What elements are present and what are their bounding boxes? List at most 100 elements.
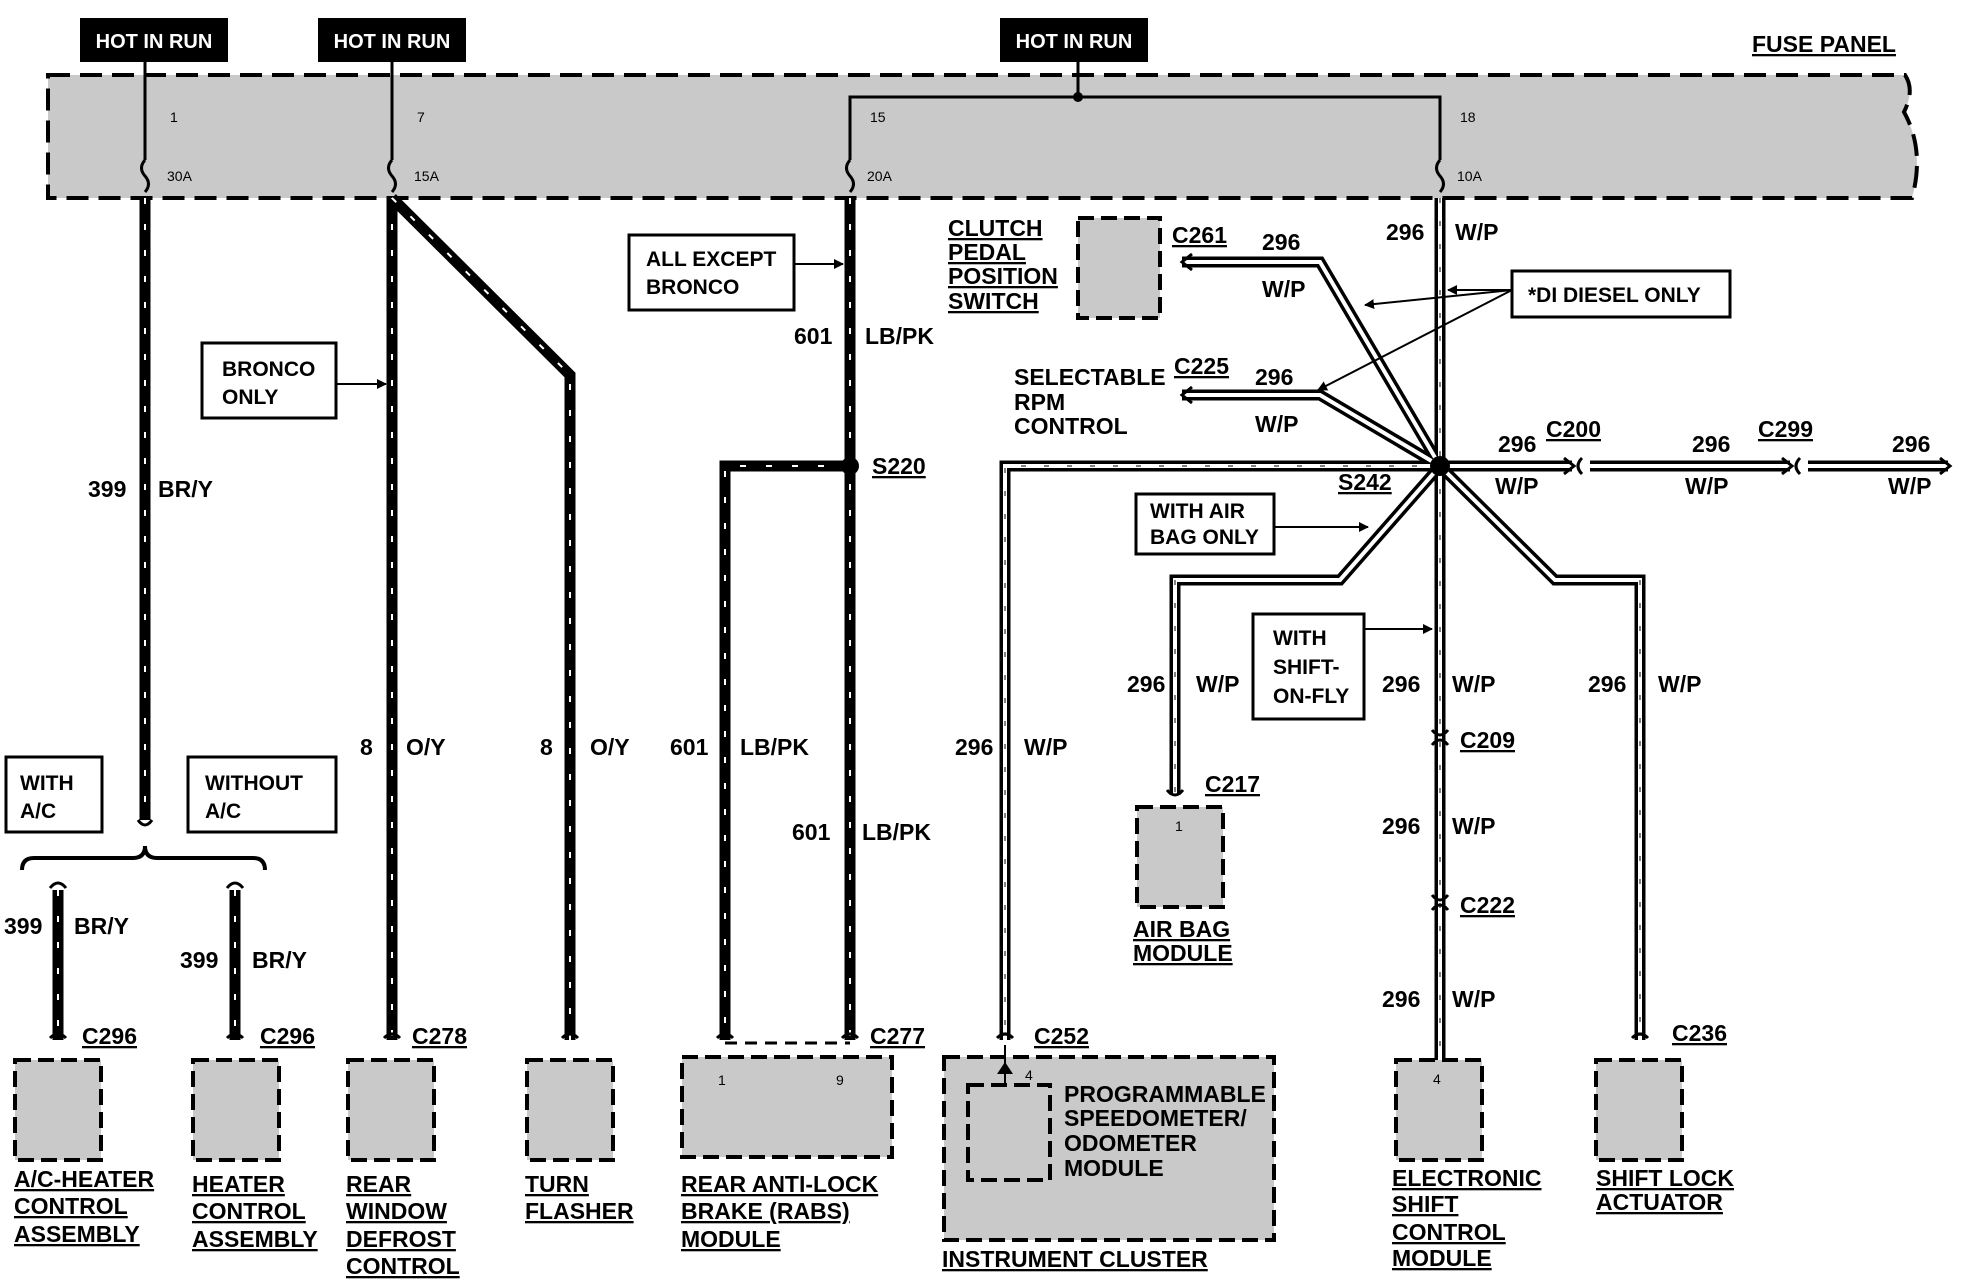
svg-text:RPM: RPM — [1014, 389, 1065, 415]
svg-text:C296: C296 — [82, 1023, 137, 1049]
fuse-7-number: 7 — [417, 109, 425, 125]
svg-text:SPEEDOMETER/: SPEEDOMETER/ — [1064, 1105, 1247, 1131]
svg-text:WITH AIR: WITH AIR — [1150, 500, 1245, 523]
instrument-cluster-label: INSTRUMENT CLUSTER — [942, 1246, 1208, 1272]
note-all-except-bronco: ALL EXCEPT BRONCO — [627, 233, 844, 312]
shift-lock-box — [1594, 1058, 1684, 1162]
svg-text:SWITCH: SWITCH — [948, 288, 1039, 314]
svg-text:HEATER: HEATER — [192, 1171, 285, 1197]
fuse-panel: FUSE PANEL 1 30A 7 15A 15 20A — [46, 31, 1919, 200]
svg-text:ACTUATOR: ACTUATOR — [1596, 1189, 1723, 1215]
svg-text:MODULE: MODULE — [681, 1226, 781, 1252]
svg-text:HOT IN RUN: HOT IN RUN — [334, 31, 451, 53]
rear-defrost-box — [346, 1058, 436, 1162]
svg-text:W/P: W/P — [1196, 671, 1239, 697]
svg-text:LB/PK: LB/PK — [740, 734, 809, 760]
fuse-7-rating: 15A — [414, 168, 440, 184]
svg-text:WITH: WITH — [1273, 627, 1327, 650]
speedo-label: PROGRAMMABLE SPEEDOMETER/ ODOMETER MODUL… — [1064, 1081, 1266, 1181]
svg-text:WINDOW: WINDOW — [346, 1198, 447, 1224]
svg-text:C296: C296 — [260, 1023, 315, 1049]
heater-box — [191, 1058, 281, 1162]
circuit-labels: 399 BR/Y 399 BR/Y 399 BR/Y 8 O/Y 8 O/Y 6… — [4, 219, 1931, 1012]
svg-text:296: 296 — [1382, 813, 1420, 839]
svg-text:BRONCO: BRONCO — [222, 358, 315, 381]
clutch-switch-label: CLUTCH PEDAL POSITION SWITCH — [948, 215, 1058, 314]
fuse-1-rating: 30A — [167, 168, 193, 184]
svg-text:PEDAL: PEDAL — [948, 239, 1026, 265]
svg-text:C200: C200 — [1546, 416, 1601, 442]
svg-text:W/P: W/P — [1495, 473, 1538, 499]
connector-labels: C261 C225 C200 C299 C217 C209 C222 C236 … — [82, 222, 1813, 1049]
svg-text:DEFROST: DEFROST — [346, 1226, 456, 1252]
pin-rabs-b: 9 — [836, 1072, 844, 1088]
svg-text:MODULE: MODULE — [1392, 1245, 1492, 1271]
svg-text:296: 296 — [1382, 986, 1420, 1012]
svg-text:ON-FLY: ON-FLY — [1273, 685, 1349, 708]
wire-8-flasher — [388, 194, 576, 1040]
svg-text:399: 399 — [180, 947, 218, 973]
svg-text:WITHOUT: WITHOUT — [205, 772, 303, 795]
wire-601 — [719, 198, 856, 1045]
svg-text:BRONCO: BRONCO — [646, 276, 739, 299]
note-with-ac: WITH A/C — [4, 755, 104, 834]
svg-text:C252: C252 — [1034, 1023, 1089, 1049]
fuse-1-number: 1 — [170, 109, 178, 125]
wires — [48, 194, 1953, 1060]
svg-text:SHIFT: SHIFT — [1392, 1191, 1458, 1217]
hot-in-run-tag-3: HOT IN RUN — [1000, 18, 1148, 62]
svg-text:601: 601 — [794, 323, 833, 349]
svg-text:MODULE: MODULE — [1133, 940, 1233, 966]
svg-text:CLUTCH: CLUTCH — [948, 215, 1043, 241]
svg-text:399: 399 — [4, 913, 42, 939]
svg-text:C209: C209 — [1460, 727, 1515, 753]
svg-text:W/P: W/P — [1888, 473, 1931, 499]
svg-text:ONLY: ONLY — [222, 386, 278, 409]
component-labels: CLUTCH PEDAL POSITION SWITCH SELECTABLE … — [14, 215, 1734, 1279]
svg-text:ODOMETER: ODOMETER — [1064, 1130, 1197, 1156]
splice-s220 — [841, 457, 859, 475]
ac-heater-label: A/C-HEATER CONTROL ASSEMBLY — [14, 1166, 155, 1247]
svg-text:BR/Y: BR/Y — [252, 947, 307, 973]
svg-text:8: 8 — [540, 734, 553, 760]
speedo-module-box — [966, 1083, 1052, 1182]
svg-text:SELECTABLE: SELECTABLE — [1014, 364, 1166, 390]
fuse-7: 7 15A — [387, 75, 440, 193]
svg-text:C278: C278 — [412, 1023, 467, 1049]
fuse-18-number: 18 — [1460, 109, 1476, 125]
note-with-shift-on-fly: WITH SHIFT- ON-FLY — [1251, 612, 1433, 721]
rpm-control-label: SELECTABLE RPM CONTROL — [1014, 364, 1166, 439]
svg-text:296: 296 — [1255, 364, 1293, 390]
svg-text:BR/Y: BR/Y — [74, 913, 129, 939]
svg-text:W/P: W/P — [1262, 276, 1305, 302]
turn-flasher-label: TURN FLASHER — [525, 1171, 634, 1224]
svg-text:LB/PK: LB/PK — [862, 819, 931, 845]
svg-text:BRAKE (RABS): BRAKE (RABS) — [681, 1198, 850, 1224]
svg-text:O/Y: O/Y — [406, 734, 446, 760]
fuse-1: 1 30A — [140, 75, 193, 193]
svg-text:W/P: W/P — [1452, 813, 1495, 839]
splice-s242-label: S242 — [1338, 469, 1392, 495]
svg-text:A/C-HEATER: A/C-HEATER — [14, 1166, 155, 1192]
svg-text:HOT IN RUN: HOT IN RUN — [1016, 31, 1133, 53]
component-boxes — [13, 216, 1684, 1242]
svg-text:CONTROL: CONTROL — [192, 1198, 306, 1224]
svg-text:399: 399 — [88, 476, 126, 502]
fuse-18-rating: 10A — [1457, 168, 1483, 184]
rabs-box — [680, 1055, 894, 1159]
svg-text:MODULE: MODULE — [1064, 1155, 1164, 1181]
pin-airbag: 1 — [1175, 818, 1183, 834]
svg-text:C225: C225 — [1174, 353, 1229, 379]
shift-lock-label: SHIFT LOCK ACTUATOR — [1596, 1165, 1734, 1215]
svg-text:W/P: W/P — [1452, 986, 1495, 1012]
pin-rabs-a: 1 — [718, 1072, 726, 1088]
air-bag-label: AIR BAG MODULE — [1133, 916, 1233, 966]
svg-text:8: 8 — [360, 734, 373, 760]
svg-text:CONTROL: CONTROL — [14, 1193, 128, 1219]
fuse-15: 15 20A — [845, 109, 893, 193]
svg-text:ALL EXCEPT: ALL EXCEPT — [646, 248, 776, 271]
svg-text:C277: C277 — [870, 1023, 925, 1049]
svg-text:C299: C299 — [1758, 416, 1813, 442]
